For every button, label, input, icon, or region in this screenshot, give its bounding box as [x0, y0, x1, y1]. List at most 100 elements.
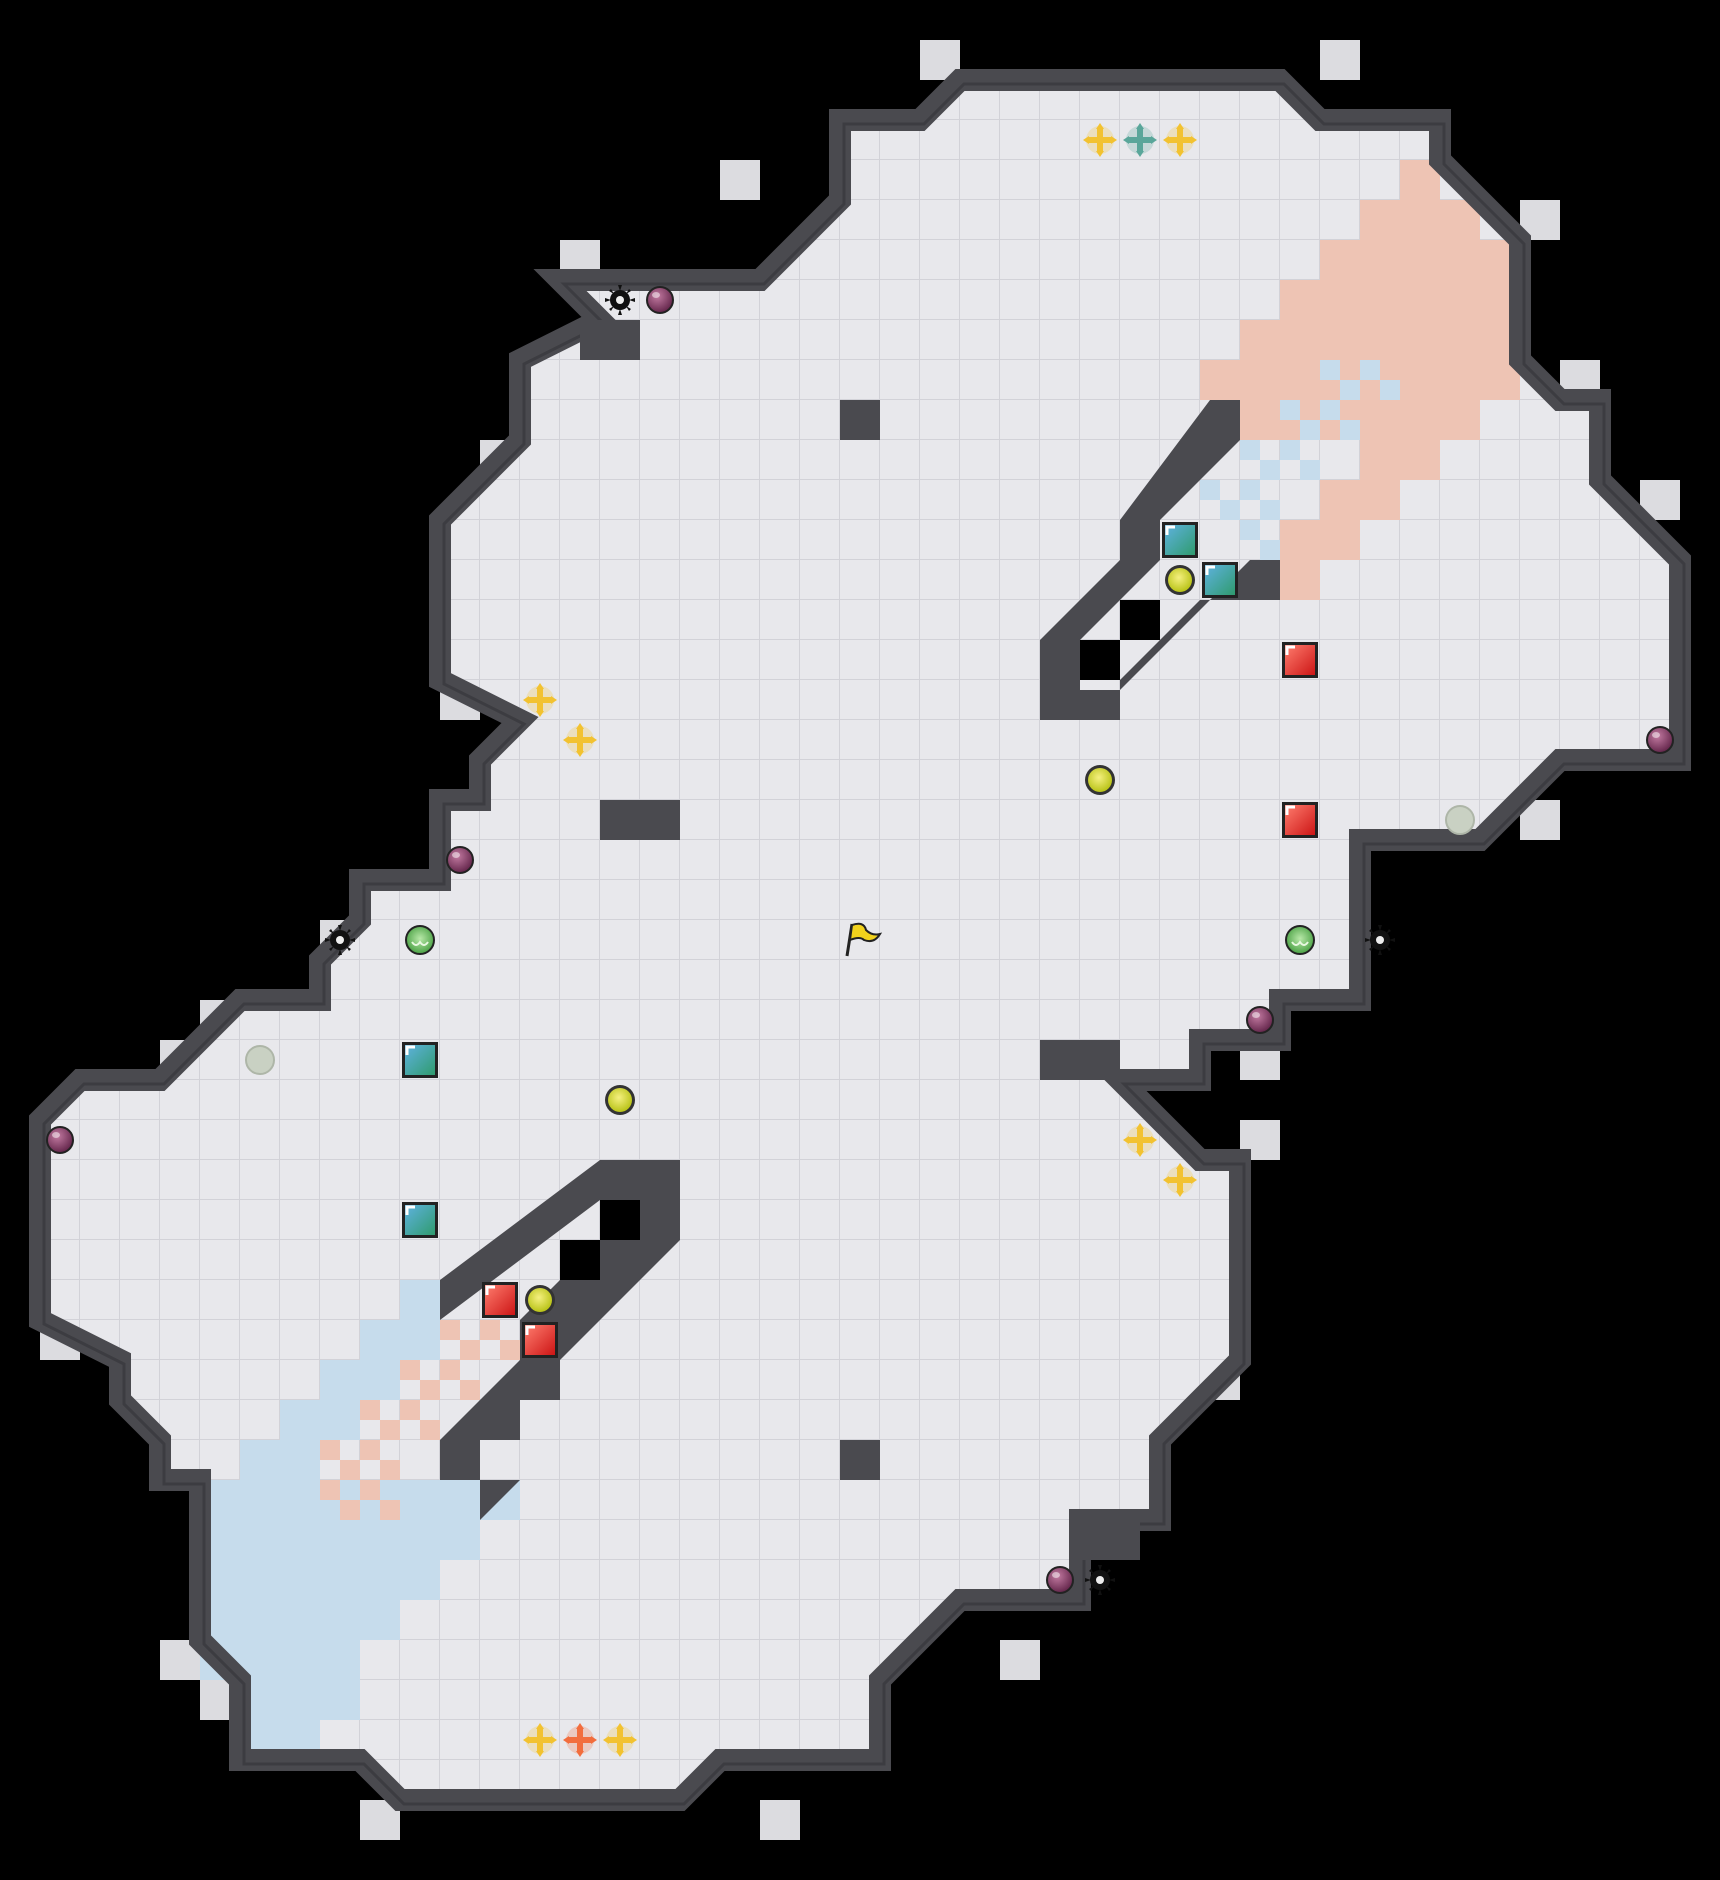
bomb-icon[interactable]	[1046, 1566, 1074, 1594]
gate-fill	[485, 1285, 515, 1315]
bomb-icon[interactable]	[46, 1126, 74, 1154]
red-gate-icon[interactable]	[1282, 642, 1318, 678]
wall-notch	[1320, 40, 1360, 80]
boost-icon[interactable]	[563, 1723, 597, 1757]
portal-icon[interactable]	[1285, 925, 1315, 955]
blue-gate-icon[interactable]	[402, 1202, 438, 1238]
boost-icon[interactable]	[523, 683, 557, 717]
boost-arrow	[616, 1723, 624, 1729]
boost-arm	[1137, 1127, 1143, 1153]
boost-arm	[617, 1727, 623, 1753]
boost-icon[interactable]	[603, 1723, 637, 1757]
boost-arm	[1137, 127, 1143, 153]
blue-team-zone	[200, 1600, 400, 1640]
bomb-icon[interactable]	[446, 846, 474, 874]
pad-icon[interactable]	[245, 1045, 275, 1075]
button-icon[interactable]	[1165, 565, 1195, 595]
boost-arrow	[1176, 1191, 1184, 1197]
boost-arrow	[1083, 136, 1089, 144]
bomb-body	[1046, 1566, 1074, 1594]
blue-checker-tile	[1240, 480, 1260, 500]
boost-arrow	[603, 1736, 609, 1744]
boost-arrow	[1191, 1176, 1197, 1184]
bomb-shine	[1052, 1572, 1060, 1578]
red-gate-icon[interactable]	[522, 1322, 558, 1358]
red-team-zone	[1240, 320, 1520, 360]
portal-icon[interactable]	[405, 925, 435, 955]
red-checker-tile	[380, 1460, 400, 1480]
red-checker-tile	[360, 1400, 380, 1420]
blue-team-zone	[400, 1280, 440, 1320]
gate-fill	[1285, 645, 1315, 675]
pad-icon[interactable]	[1445, 805, 1475, 835]
boost-arrow	[576, 1751, 584, 1757]
gate-fill	[405, 1045, 435, 1075]
boost-icon[interactable]	[1163, 123, 1197, 157]
boost-arrow	[536, 711, 544, 717]
bomb-icon[interactable]	[1646, 726, 1674, 754]
flag-icon[interactable]	[845, 922, 883, 957]
bomb-body	[1646, 726, 1674, 754]
hole	[1080, 640, 1120, 680]
portal-swirl	[411, 940, 429, 946]
gate-shine	[1285, 805, 1295, 815]
boost-arrow	[1163, 136, 1169, 144]
boost-arrow	[1096, 151, 1104, 157]
blue-team-zone	[280, 1400, 360, 1440]
bomb-shine	[652, 292, 660, 298]
button-icon[interactable]	[525, 1285, 555, 1315]
gate-shine	[485, 1285, 495, 1295]
bomb-shine	[452, 852, 460, 858]
mid-right-ledge	[1040, 1040, 1120, 1080]
hole	[560, 1240, 600, 1280]
gate-fill	[525, 1325, 555, 1355]
red-gate-icon[interactable]	[1282, 802, 1318, 838]
gate-fill	[1165, 525, 1195, 555]
gate-fill	[1205, 565, 1235, 595]
boost-arrow	[1136, 151, 1144, 157]
blue-checker-tile	[1300, 420, 1320, 440]
red-gate-icon[interactable]	[482, 1282, 518, 1318]
boost-arm	[537, 687, 543, 713]
boost-icon[interactable]	[1163, 1163, 1197, 1197]
bomb-shine	[52, 1132, 60, 1138]
boost-icon[interactable]	[563, 723, 597, 757]
boost-arrow	[523, 1736, 529, 1744]
button-icon[interactable]	[605, 1085, 635, 1115]
boost-arrow	[1136, 1123, 1144, 1129]
button-icon[interactable]	[1085, 765, 1115, 795]
flag-cloth	[848, 922, 883, 943]
boost-icon[interactable]	[1123, 123, 1157, 157]
button-top	[1168, 568, 1192, 592]
boost-icon[interactable]	[523, 1723, 557, 1757]
boost-arrow	[1111, 136, 1117, 144]
blue-team-zone	[200, 1560, 440, 1600]
blue-gate-icon[interactable]	[402, 1042, 438, 1078]
boost-arrow	[631, 1736, 637, 1744]
boost-arrow	[1151, 1136, 1157, 1144]
boost-arrow	[576, 751, 584, 757]
bomb-icon[interactable]	[1246, 1006, 1274, 1034]
blue-gate-icon[interactable]	[1202, 562, 1238, 598]
blue-checker-tile	[1220, 500, 1240, 520]
wall-notch	[1000, 1640, 1040, 1680]
bomb-body	[446, 846, 474, 874]
red-team-zone	[1320, 480, 1400, 520]
red-checker-tile	[340, 1500, 360, 1520]
boost-arrow	[1176, 1163, 1184, 1169]
upper-diagonal-barrier	[1040, 400, 1280, 720]
blue-checker-tile	[1260, 460, 1280, 480]
boost-icon[interactable]	[1123, 1123, 1157, 1157]
lower-diagonal-barrier	[440, 1160, 680, 1520]
portal-body	[1285, 925, 1315, 955]
red-checker-tile	[460, 1380, 480, 1400]
bomb-icon[interactable]	[646, 286, 674, 314]
blue-checker-tile	[1260, 540, 1280, 560]
blue-gate-icon[interactable]	[1162, 522, 1198, 558]
red-team-zone	[1280, 280, 1520, 320]
bomb-body	[1246, 1006, 1274, 1034]
red-checker-tile	[320, 1480, 340, 1500]
boost-icon[interactable]	[1083, 123, 1117, 157]
blue-checker-tile	[1320, 360, 1340, 380]
